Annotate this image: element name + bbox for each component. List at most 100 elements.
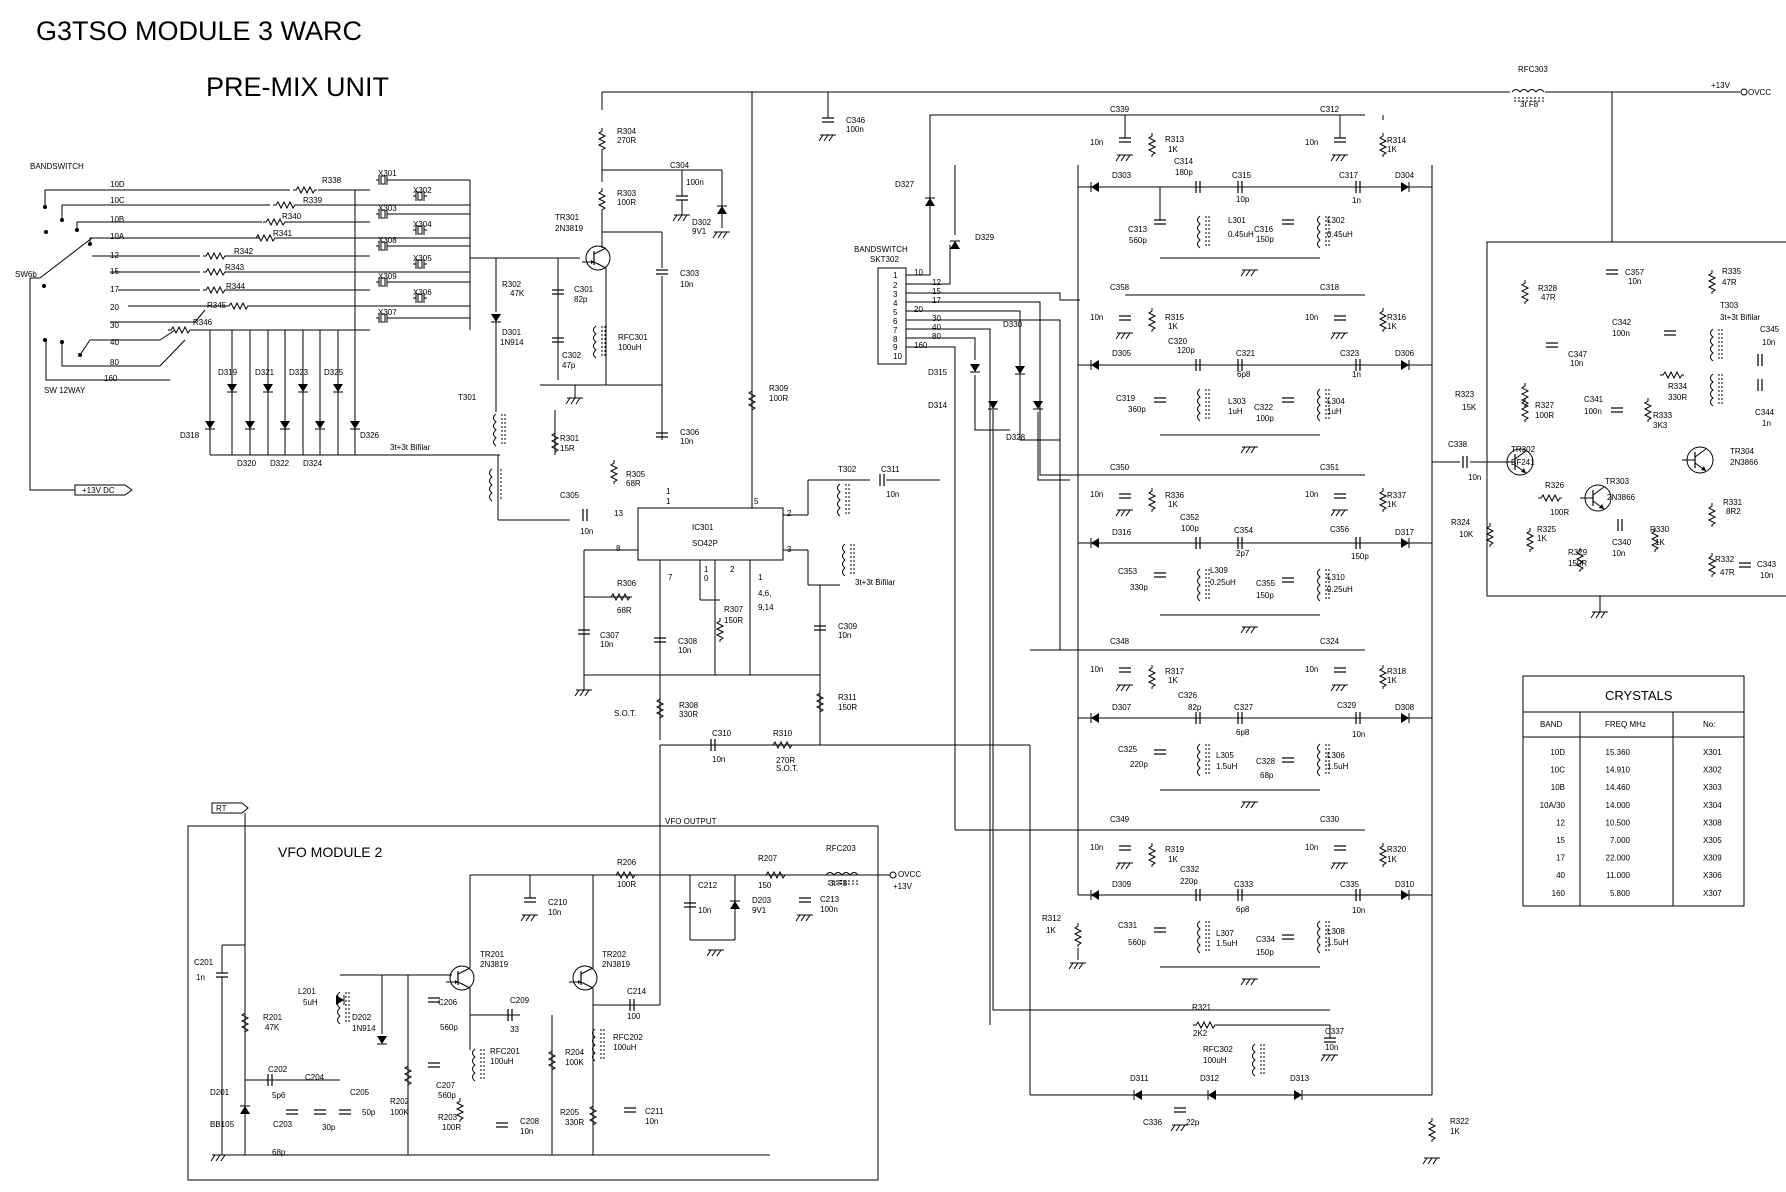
svg-text:360p: 360p [1128,405,1146,414]
svg-text:100K: 100K [565,1058,584,1067]
svg-text:D327: D327 [895,180,915,189]
svg-text:R320: R320 [1387,845,1407,854]
svg-text:C310: C310 [712,729,732,738]
svg-text:R203: R203 [438,1113,458,1122]
svg-text:C347: C347 [1568,350,1588,359]
svg-text:1N914: 1N914 [500,338,524,347]
svg-text:RFC201: RFC201 [490,1047,520,1056]
svg-text:10A: 10A [110,232,125,241]
svg-text:10: 10 [893,352,902,361]
svg-text:RFC202: RFC202 [613,1033,643,1042]
svg-text:10n: 10n [1090,665,1103,674]
svg-text:100uH: 100uH [613,1043,637,1052]
svg-text:10n: 10n [1305,843,1318,852]
svg-text:R204: R204 [565,1048,585,1057]
svg-text:TR304: TR304 [1730,447,1755,456]
svg-text:9V1: 9V1 [692,227,707,236]
crystals-header-band: BAND [1540,720,1562,729]
svg-text:8: 8 [616,544,621,553]
svg-text:150: 150 [758,881,772,890]
crystals-cell: 10C [1550,766,1565,775]
svg-text:D307: D307 [1112,703,1132,712]
svg-text:1K: 1K [1537,534,1547,543]
svg-text:10: 10 [914,268,923,277]
svg-text:C334: C334 [1256,935,1276,944]
svg-text:17: 17 [110,285,119,294]
svg-text:D201: D201 [210,1088,230,1097]
svg-text:D321: D321 [255,368,275,377]
svg-text:D324: D324 [303,459,323,468]
svg-text:L303: L303 [1228,397,1246,406]
svg-text:220p: 220p [1180,877,1198,886]
svg-text:2: 2 [893,281,898,290]
svg-text:S.O.T.: S.O.T. [614,709,636,718]
svg-text:D320: D320 [237,459,257,468]
svg-text:C317: C317 [1339,171,1359,180]
svg-text:R305: R305 [626,470,646,479]
svg-text:C351: C351 [1320,463,1340,472]
svg-text:560p: 560p [1128,938,1146,947]
svg-text:80: 80 [110,358,119,367]
svg-text:100R: 100R [769,394,788,403]
svg-text:1K: 1K [1046,926,1056,935]
svg-text:RFC301: RFC301 [618,333,648,342]
svg-text:T302: T302 [838,465,857,474]
crystals-cell: 15.360 [1606,748,1631,757]
svg-text:6p8: 6p8 [1236,728,1250,737]
svg-text:R308: R308 [679,701,699,710]
svg-text:R202: R202 [390,1097,410,1106]
svg-text:R301: R301 [560,434,580,443]
svg-text:R316: R316 [1387,313,1407,322]
svg-text:1K: 1K [1387,855,1397,864]
svg-text:1K: 1K [1168,676,1178,685]
svg-text:100R: 100R [1550,508,1569,517]
svg-text:C312: C312 [1320,105,1340,114]
svg-text:10n: 10n [886,490,899,499]
svg-text:R340: R340 [282,212,302,221]
svg-text:C210: C210 [548,898,568,907]
svg-text:150R: 150R [1568,559,1587,568]
svg-text:C335: C335 [1340,880,1360,889]
svg-text:R345: R345 [207,301,227,310]
svg-text:C355: C355 [1256,579,1276,588]
svg-text:C324: C324 [1320,637,1340,646]
svg-text:100uH: 100uH [490,1057,514,1066]
svg-text:L307: L307 [1216,929,1234,938]
svg-text:1K: 1K [1168,145,1178,154]
svg-text:D303: D303 [1112,171,1132,180]
svg-text:3t F8: 3t F8 [1520,100,1539,109]
svg-text:10D: 10D [110,180,125,189]
svg-text:10n: 10n [838,631,851,640]
svg-text:2K2: 2K2 [1193,1029,1208,1038]
sw6b-label: SW6b [15,270,37,279]
svg-text:1N914: 1N914 [352,1024,376,1033]
svg-text:C318: C318 [1320,283,1340,292]
svg-text:12: 12 [110,251,119,260]
svg-text:C357: C357 [1625,268,1645,277]
svg-text:C344: C344 [1755,408,1775,417]
svg-text:100n: 100n [686,178,704,187]
svg-text:R329: R329 [1568,548,1588,557]
svg-text:30: 30 [110,321,119,330]
svg-text:C204: C204 [305,1073,325,1082]
svg-text:1n: 1n [1762,419,1771,428]
svg-text:C333: C333 [1234,880,1254,889]
svg-text:D317: D317 [1395,528,1415,537]
svg-text:10n: 10n [1628,277,1641,286]
svg-text:1K: 1K [1168,322,1178,331]
svg-text:R325: R325 [1537,525,1557,534]
svg-text:X301: X301 [378,169,397,178]
svg-text:100n: 100n [820,905,838,914]
svg-text:C206: C206 [438,998,458,1007]
svg-text:R306: R306 [617,579,637,588]
crystals-cell: 7.000 [1610,836,1631,845]
svg-text:L301: L301 [1228,216,1246,225]
svg-text:100R: 100R [617,880,636,889]
svg-text:C342: C342 [1612,318,1632,327]
svg-text:C325: C325 [1118,745,1138,754]
svg-text:20: 20 [110,303,119,312]
